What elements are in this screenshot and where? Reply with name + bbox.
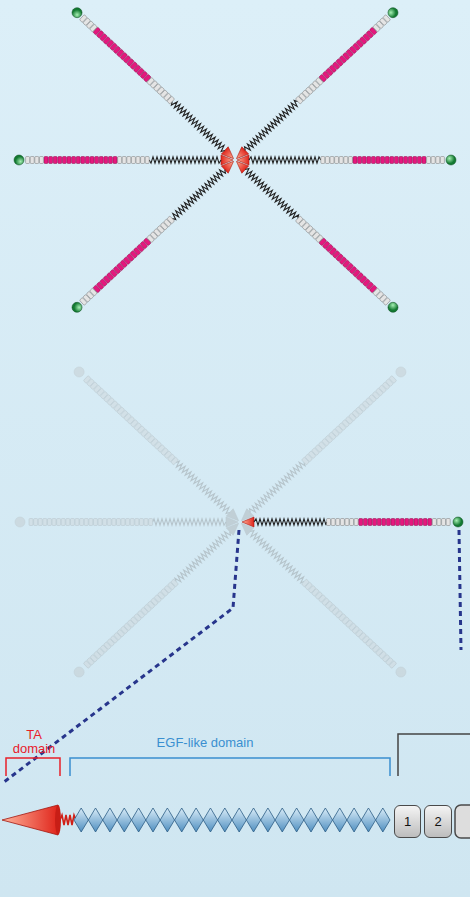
domain-box: 2: [424, 805, 452, 838]
bracket: [70, 758, 390, 776]
domain-number: 2: [434, 814, 441, 829]
arm: [233, 158, 400, 315]
egf-diamond: [103, 808, 117, 832]
ta-cone: [2, 805, 58, 835]
arm: [72, 520, 242, 679]
egf-diamond: [131, 808, 145, 832]
egf-diamond: [74, 808, 88, 832]
arm: [70, 158, 237, 315]
egf-diamond: [376, 808, 390, 832]
egf-diamond: [289, 808, 303, 832]
egf-diamond: [88, 808, 102, 832]
arm: [72, 365, 242, 524]
egf-diamond: [160, 808, 174, 832]
arm: [238, 520, 408, 679]
egf-diamond: [203, 808, 217, 832]
egf-diamond: [218, 808, 232, 832]
arm: [15, 517, 238, 527]
arm: [242, 517, 463, 527]
domain-number: 1: [404, 814, 411, 829]
egf-diamond: [304, 808, 318, 832]
arm: [237, 155, 456, 165]
bracket: [398, 734, 470, 776]
domain-box: 1: [394, 805, 421, 838]
guide-line: [459, 530, 461, 650]
egf-diamond: [275, 808, 289, 832]
egf-diamond: [246, 808, 260, 832]
arm: [14, 155, 233, 165]
bracket-label: EGF-like domain: [140, 736, 270, 750]
egf-diamond: [175, 808, 189, 832]
egf-diamond: [232, 808, 246, 832]
domain-box: [455, 805, 470, 838]
egf-diamond: [318, 808, 332, 832]
egf-diamond: [146, 808, 160, 832]
egf-diamond: [347, 808, 361, 832]
egf-diamond: [361, 808, 375, 832]
egf-diamond: [117, 808, 131, 832]
bracket-label: TA domain: [4, 728, 64, 756]
egf-diamond: [189, 808, 203, 832]
bracket: [6, 758, 60, 776]
arm: [238, 365, 408, 524]
arm: [233, 6, 400, 163]
egf-diamond: [333, 808, 347, 832]
egf-diamond: [261, 808, 275, 832]
arm: [70, 6, 237, 163]
